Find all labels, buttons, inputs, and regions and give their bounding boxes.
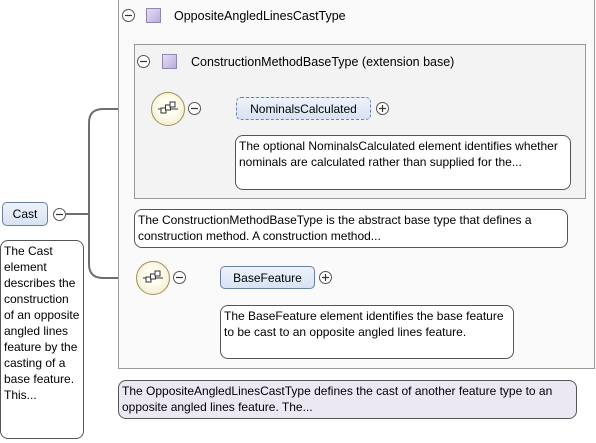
nominals-doc: The optional NominalsCalculated element … (235, 135, 571, 190)
sequence-collapse-icon[interactable] (173, 271, 186, 284)
complex-type-icon (162, 54, 177, 69)
element-base-feature[interactable]: BaseFeature (220, 266, 315, 289)
outer-type-title: OppositeAngledLinesCastType (174, 9, 346, 23)
root-doc: The Cast element describes the construct… (0, 240, 84, 439)
sequence-icon[interactable] (136, 261, 170, 295)
base-collapse-icon[interactable] (137, 55, 150, 68)
base-feature-doc: The BaseFeature element identifies the b… (220, 305, 514, 359)
element-nominals-calculated[interactable]: NominalsCalculated (236, 97, 371, 120)
root-element-cast[interactable]: Cast (2, 202, 48, 226)
outer-type-doc: The OppositeAngledLinesCastType defines … (118, 380, 577, 419)
outer-collapse-icon[interactable] (122, 9, 135, 22)
base-type-title: ConstructionMethodBaseType (extension ba… (191, 55, 455, 69)
expand-icon[interactable] (319, 271, 332, 284)
root-collapse-icon[interactable] (53, 208, 66, 221)
sequence-icon[interactable] (151, 92, 185, 126)
base-type-doc: The ConstructionMethodBaseType is the ab… (134, 209, 568, 248)
expand-icon[interactable] (376, 102, 389, 115)
complex-type-icon (146, 8, 161, 23)
sequence-collapse-icon[interactable] (188, 102, 201, 115)
